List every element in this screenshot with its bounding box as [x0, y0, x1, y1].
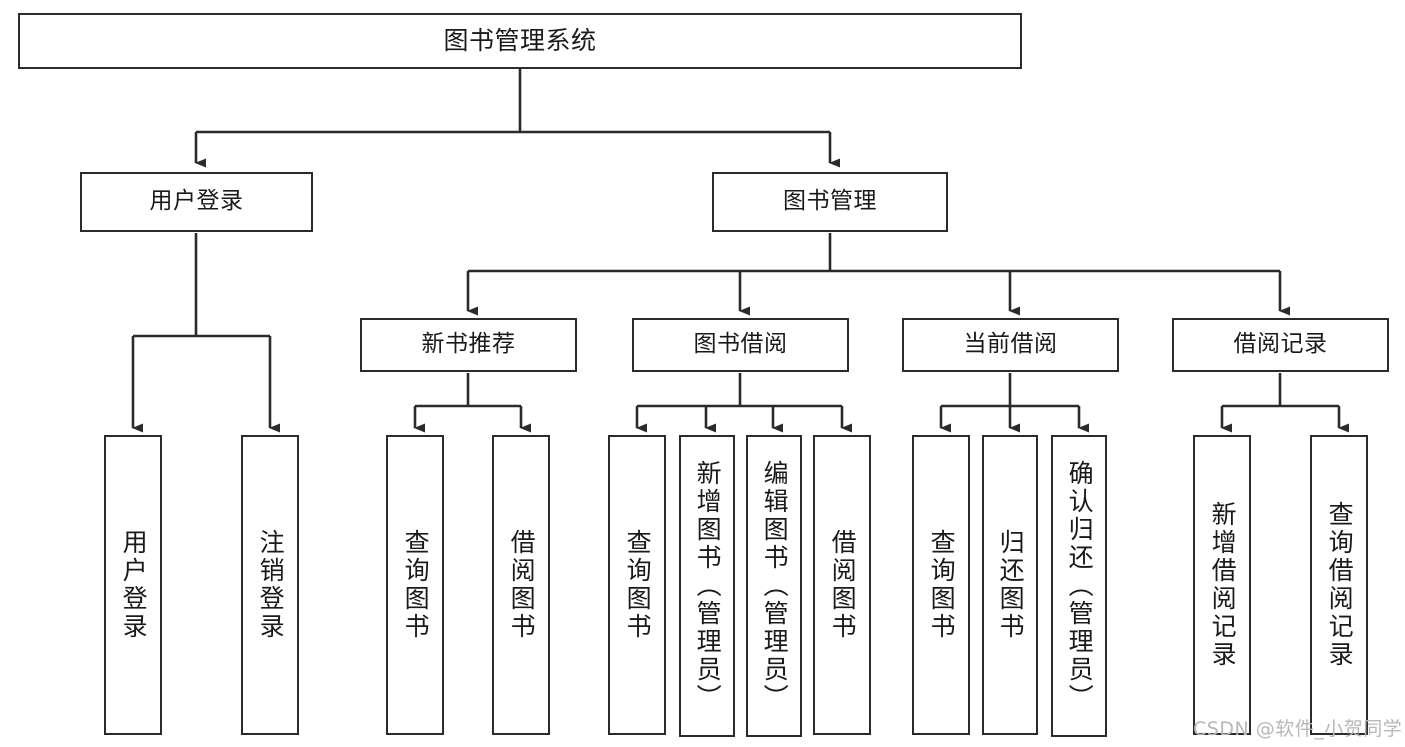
leaf-borrow-book-2[interactable]: 借阅图书 [813, 435, 871, 735]
node-label: 查询图书 [401, 529, 431, 641]
node-label: 图书借阅 [693, 331, 788, 358]
leaf-add-borrow-record[interactable]: 新增借阅记录 [1193, 435, 1251, 735]
node-label: 用户登录 [119, 529, 149, 641]
leaf-return-book[interactable]: 归还图书 [982, 435, 1038, 735]
leaf-query-borrow-record[interactable]: 查询借阅记录 [1310, 435, 1368, 735]
leaf-query-book-3[interactable]: 查询图书 [912, 435, 970, 735]
node-current-borrow[interactable]: 当前借阅 [902, 318, 1119, 372]
node-label: 确认归还（管理员） [1065, 460, 1095, 712]
node-new-book-recommend[interactable]: 新书推荐 [360, 318, 577, 372]
node-label: 图书管理 [783, 188, 877, 215]
node-label: 查询图书 [623, 529, 653, 641]
node-label: 借阅图书 [828, 529, 858, 641]
node-label: 查询借阅记录 [1325, 501, 1355, 669]
node-label: 新增借阅记录 [1208, 501, 1238, 669]
node-label: 图书管理系统 [443, 26, 597, 56]
leaf-query-book-1[interactable]: 查询图书 [386, 435, 444, 735]
node-book-management[interactable]: 图书管理 [712, 172, 948, 232]
leaf-confirm-return-admin[interactable]: 确认归还（管理员） [1051, 435, 1107, 737]
leaf-logout[interactable]: 注销登录 [241, 435, 299, 735]
watermark-text: CSDN @软件_小贺同学 [1193, 718, 1403, 740]
node-label: 借阅记录 [1233, 331, 1328, 358]
leaf-query-book-2[interactable]: 查询图书 [608, 435, 666, 735]
node-label: 查询图书 [927, 529, 957, 641]
node-user-login[interactable]: 用户登录 [80, 172, 313, 232]
node-root-system[interactable]: 图书管理系统 [18, 13, 1022, 69]
node-label: 新增图书（管理员） [693, 460, 723, 712]
node-label: 编辑图书（管理员） [760, 460, 790, 712]
leaf-add-book-admin[interactable]: 新增图书（管理员） [679, 435, 735, 737]
leaf-borrow-book-1[interactable]: 借阅图书 [492, 435, 550, 735]
node-label: 归还图书 [996, 529, 1026, 641]
node-label: 借阅图书 [507, 529, 537, 641]
node-label: 注销登录 [256, 529, 286, 641]
leaf-edit-book-admin[interactable]: 编辑图书（管理员） [746, 435, 802, 737]
node-label: 新书推荐 [421, 331, 516, 358]
node-label: 用户登录 [149, 188, 244, 215]
node-borrow-record[interactable]: 借阅记录 [1172, 318, 1389, 372]
node-book-borrow[interactable]: 图书借阅 [632, 318, 849, 372]
leaf-user-login[interactable]: 用户登录 [104, 435, 162, 735]
node-label: 当前借阅 [963, 331, 1058, 358]
